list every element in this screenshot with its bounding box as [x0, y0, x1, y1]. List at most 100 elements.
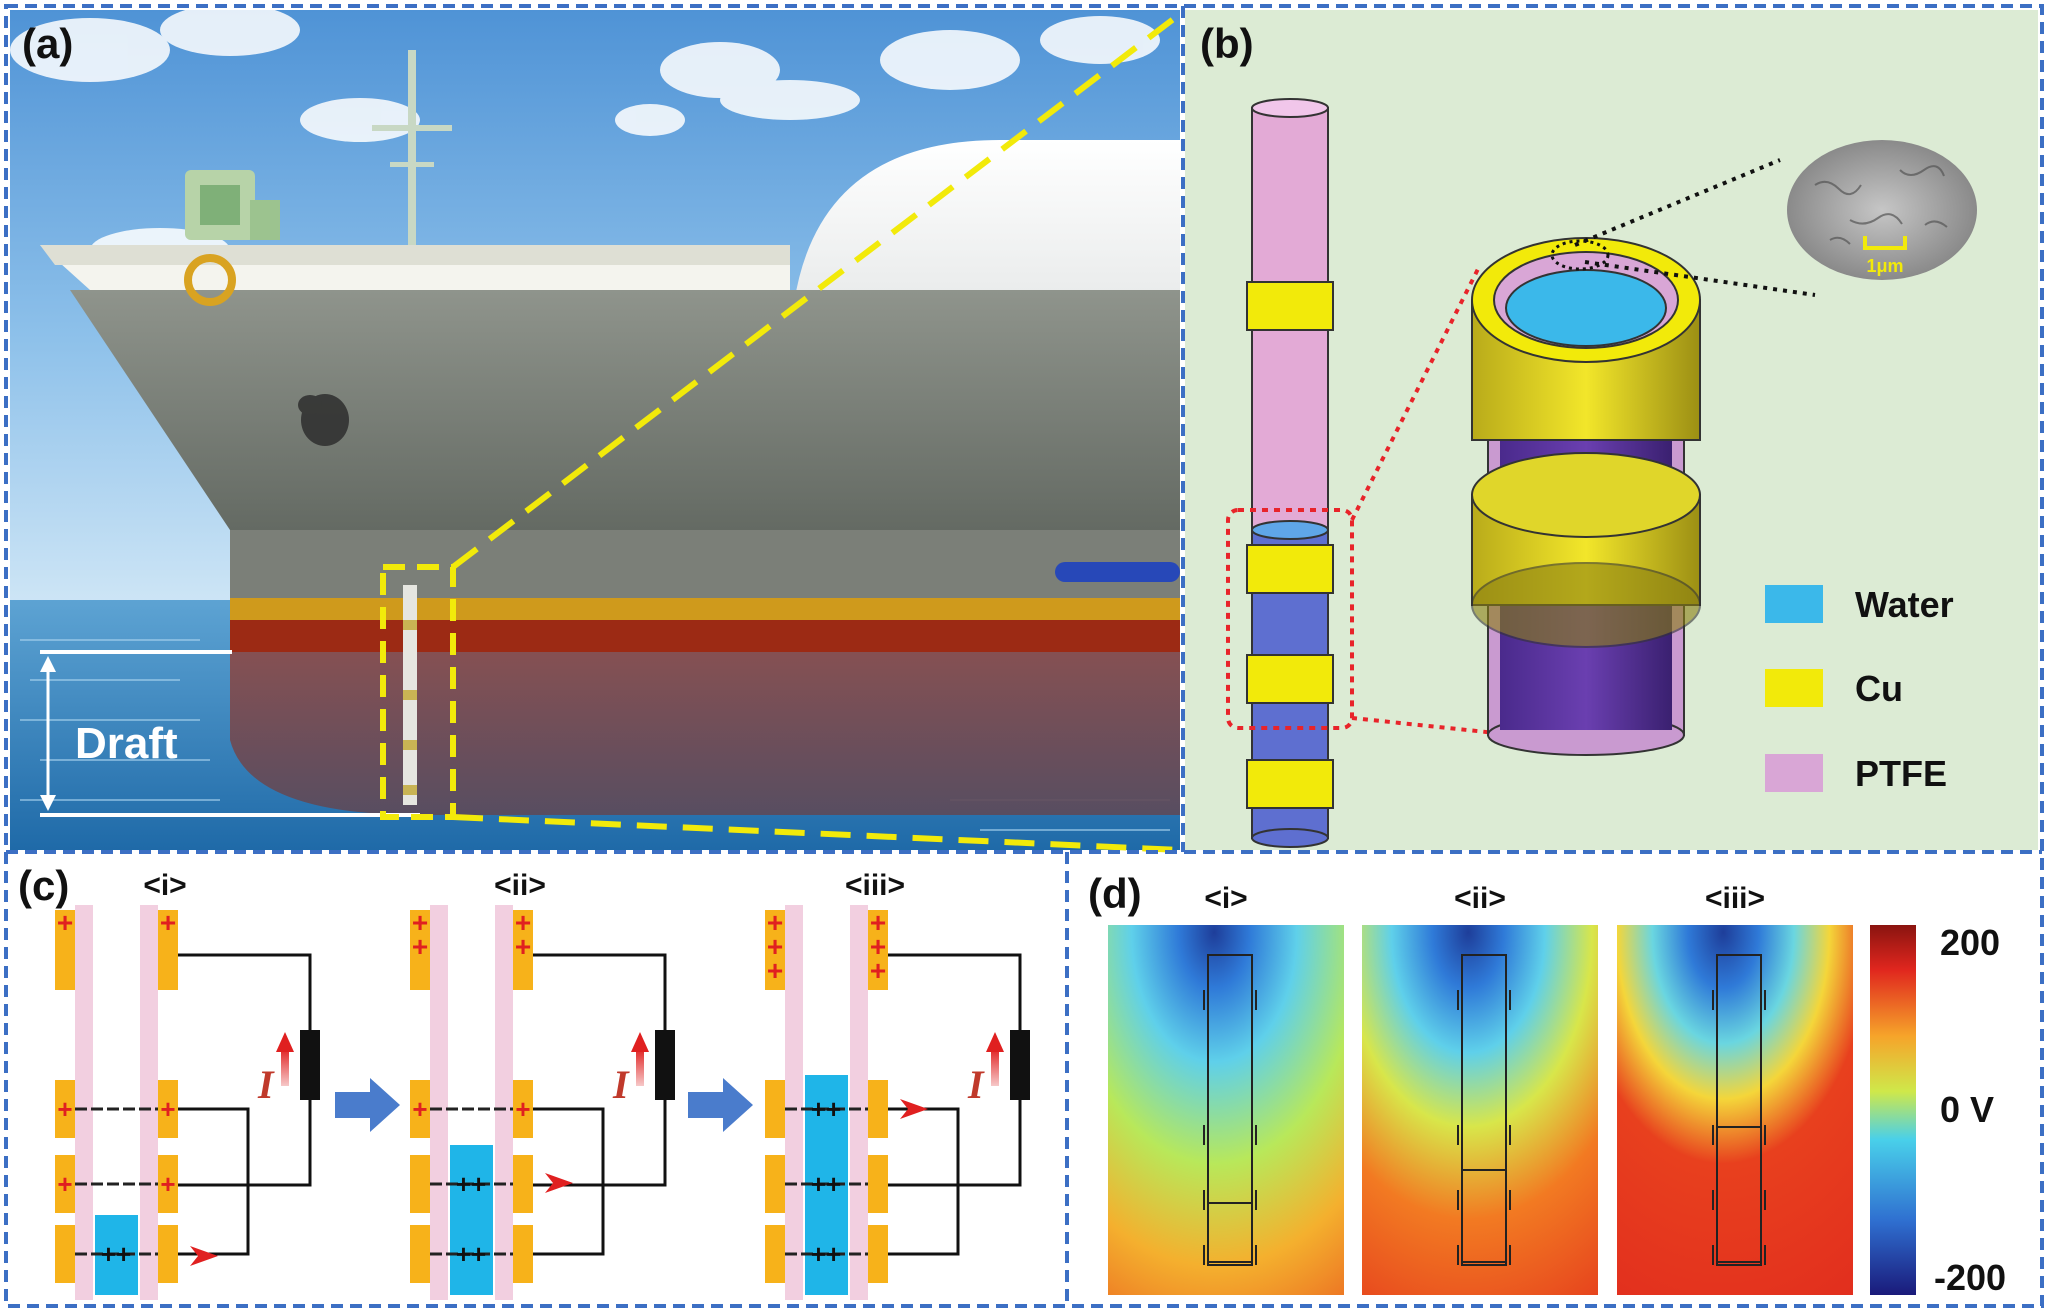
panel-d: (d) <i><ii><iii> 200 0 V -200: [1070, 855, 2038, 1302]
flow-chevron: [190, 1246, 218, 1266]
colorbar: [1870, 925, 1916, 1295]
legend-label-ptfe: PTFE: [1855, 753, 1947, 794]
positive-charge: +: [767, 955, 783, 986]
droplet-outline: [1207, 1202, 1253, 1263]
legend-swatch-water: [1765, 585, 1823, 623]
magnified-cylinder: [1471, 237, 1701, 756]
potential-field: [1362, 925, 1598, 1295]
current-symbol: I: [257, 1062, 275, 1107]
cu-ring: [1246, 544, 1334, 594]
wire: [888, 1100, 1022, 1187]
panel-b: (b): [1185, 10, 2038, 850]
positive-charge: +: [412, 931, 428, 962]
current-symbol: I: [612, 1062, 630, 1107]
stage-label: <i>: [1204, 882, 1247, 915]
water-charge: ++: [811, 1094, 841, 1124]
droplet-outline: [1716, 1126, 1762, 1263]
zoom-line-bottom: [452, 814, 1181, 853]
wire: [178, 1107, 250, 1256]
panel-c: (c) <i>++++++++I<ii>++++++++++I<iii>++++…: [10, 855, 1065, 1302]
electrode-right: [158, 1225, 178, 1283]
water-charge: ++: [811, 1239, 841, 1269]
electrode-right: [158, 1080, 178, 1138]
mast: [372, 50, 452, 250]
clouds: [10, 4, 1160, 272]
current-arrowhead: [986, 1032, 1004, 1052]
panel-c-label: (c): [18, 862, 69, 909]
water-charge: ++: [456, 1239, 486, 1269]
positive-charge: +: [515, 907, 531, 938]
flow-arrow: [688, 1078, 753, 1132]
current-arrow: [991, 1048, 999, 1086]
load-resistor: [1010, 1030, 1030, 1100]
water-charge: ++: [101, 1239, 131, 1269]
tube-outline: [1716, 954, 1762, 1266]
wire: [888, 953, 1022, 1030]
water-charge: ++: [456, 1169, 486, 1199]
colorbar-mid-label: 0 V: [1940, 1089, 1994, 1130]
ptfe-wall: [495, 905, 513, 1300]
draft-indicator: Draft: [40, 650, 420, 817]
electrode-left: [410, 1080, 430, 1138]
tube-outline: [1207, 954, 1253, 1266]
cu-ring: [1246, 281, 1334, 331]
circuit-stage-1: <i>++++++++I: [55, 869, 320, 1300]
legend-swatch-ptfe: [1765, 754, 1823, 792]
positive-charge: +: [870, 907, 886, 938]
potential-map-1: <i>: [1108, 882, 1344, 1295]
zoom-dots-top: [1350, 264, 1482, 521]
flow-chevron: [900, 1099, 928, 1119]
ptfe-wall: [75, 905, 93, 1300]
electrode-right: [513, 1155, 533, 1213]
sensor-tube: [1246, 98, 1334, 848]
electrode-left: [55, 1225, 75, 1283]
positive-charge: +: [57, 1169, 72, 1199]
sem-inset: 1μm: [1550, 140, 1977, 297]
ptfe-wall: [850, 905, 868, 1300]
electrode-top-right: [513, 910, 533, 990]
electrode-left: [55, 1155, 75, 1213]
panel-a-label: (a): [22, 20, 73, 67]
current-arrow: [636, 1048, 644, 1086]
legend-swatch-cu: [1765, 669, 1823, 707]
sem-image: [1787, 140, 1977, 280]
current-arrowhead: [276, 1032, 294, 1052]
water-droplet: [450, 1145, 493, 1295]
electrode-right: [868, 1155, 888, 1213]
zoom-region-box: [1226, 508, 1354, 730]
electrode-left: [765, 1225, 785, 1283]
panel-d-label: (d): [1088, 870, 1142, 917]
water-charge: ++: [811, 1169, 841, 1199]
stage-label: <i>: [143, 869, 186, 902]
wire: [178, 1100, 312, 1187]
electrode-right: [513, 1080, 533, 1138]
ptfe-wall: [785, 905, 803, 1300]
wire: [533, 1107, 605, 1256]
positive-charge: +: [515, 1094, 530, 1124]
electrode-right: [513, 1225, 533, 1283]
ship-hull: [40, 245, 1180, 815]
positive-charge: +: [412, 1094, 427, 1124]
wire: [533, 1100, 667, 1187]
load-resistor: [300, 1030, 320, 1100]
cu-ring: [1246, 654, 1334, 704]
wire: [178, 953, 312, 1030]
positive-charge: +: [57, 1094, 72, 1124]
cu-ring: [1246, 759, 1334, 809]
positive-charge: +: [767, 931, 783, 962]
load-resistor: [655, 1030, 675, 1100]
positive-charge: +: [160, 1094, 175, 1124]
droplet-outline: [1461, 1169, 1507, 1263]
potential-map-2: <ii>: [1362, 882, 1598, 1295]
panel-a: Draft (a): [10, 4, 1182, 853]
colorbar-max-label: 200: [1940, 922, 2000, 963]
positive-charge: +: [767, 907, 783, 938]
electrode-top-left: [410, 910, 430, 990]
draft-label: Draft: [75, 719, 178, 768]
electrode-left: [765, 1080, 785, 1138]
zoom-line-top: [451, 11, 1182, 570]
ptfe-wall: [430, 905, 448, 1300]
electrode-top-right: [868, 910, 888, 990]
potential-field: [1108, 925, 1344, 1295]
electrode-top-left: [765, 910, 785, 990]
